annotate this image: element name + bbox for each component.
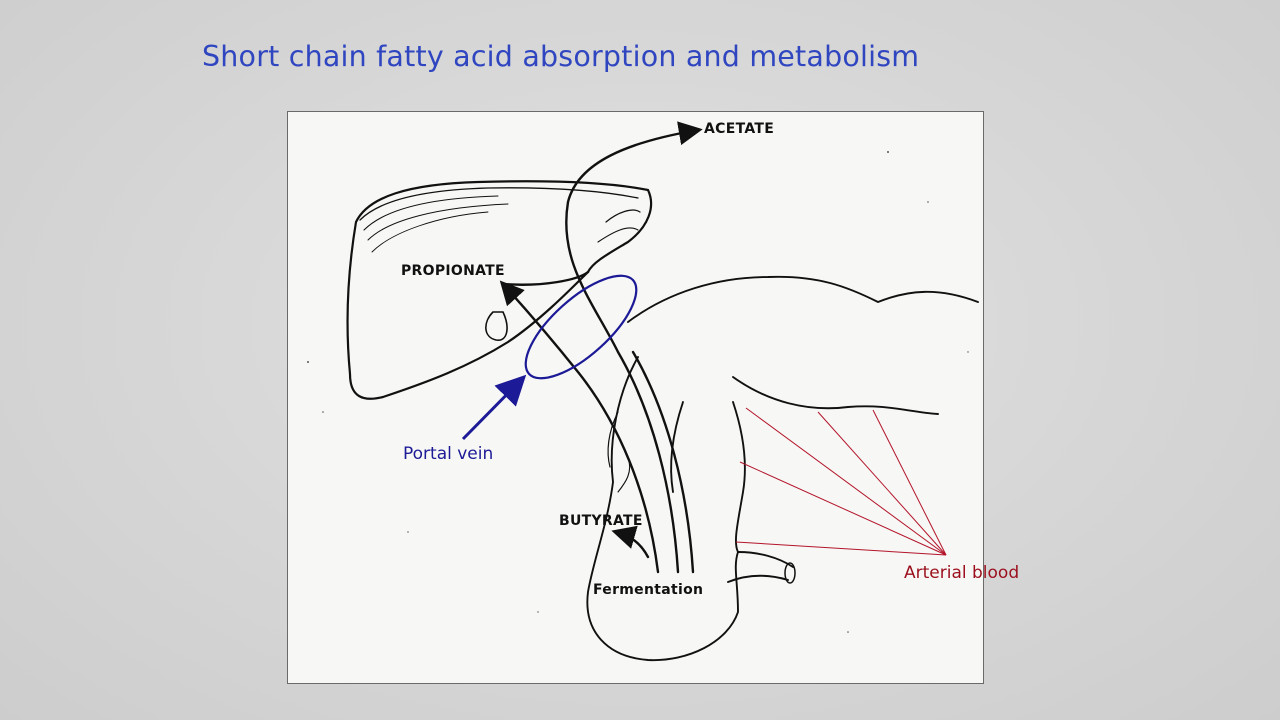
paper-texture [307, 151, 969, 633]
portal-vein-label: Portal vein [403, 444, 494, 464]
anatomy-figure: ACETATE PROPIONATE Portal vein BUTYRATE … [287, 111, 984, 684]
butyrate-label: BUTYRATE [559, 513, 643, 529]
arterial-blood-lines [735, 407, 947, 556]
slide-title: Short chain fatty acid absorption and me… [202, 40, 920, 73]
acetate-label: ACETATE [704, 121, 775, 137]
absorption-arrows [499, 121, 703, 574]
arterial-blood-label: Arterial blood [904, 563, 1020, 583]
liver-outline [346, 180, 653, 400]
propionate-label: PROPIONATE [401, 263, 505, 279]
fermentation-label: Fermentation [593, 582, 704, 598]
intestine-outline [586, 275, 979, 661]
anatomy-drawing [307, 121, 979, 661]
portal-vein-marker [461, 274, 638, 441]
